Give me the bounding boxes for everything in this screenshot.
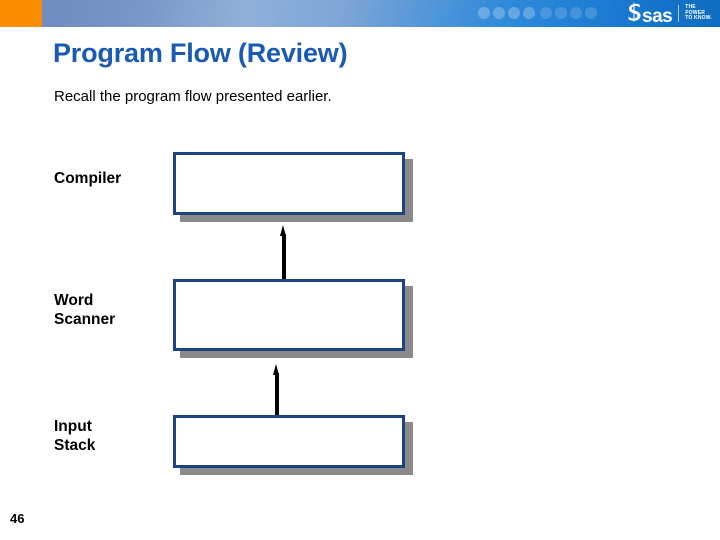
- flow-box-word-scanner[interactable]: [173, 279, 405, 351]
- page-number: 46: [10, 511, 25, 526]
- tagline-line-2: POWER: [685, 9, 706, 16]
- header-orange-accent: [0, 0, 42, 27]
- tagline-line-1: THE: [685, 4, 696, 11]
- flow-label-input-stack: Input Stack: [54, 418, 96, 454]
- tagline-line-3: TO KNOW.: [685, 15, 712, 22]
- dot-icon: [508, 7, 520, 19]
- slide-header: sas THE POWER TO KNOW.: [0, 0, 720, 27]
- slide-subtitle: Recall the program flow presented earlie…: [54, 88, 332, 105]
- dot-icon: [493, 7, 505, 19]
- flow-box-compiler[interactable]: [173, 152, 405, 215]
- logo-divider: [678, 5, 680, 22]
- sas-wordmark-text: sas: [642, 5, 673, 27]
- header-decorative-dots: [478, 4, 598, 24]
- flow-arrow-up-stack-to-scanner: [273, 364, 280, 416]
- flow-label-word-scanner: Word Scanner: [54, 292, 116, 328]
- flow-arrow-up-scanner-to-compiler: [280, 225, 287, 280]
- arrowhead-icon: [273, 364, 279, 375]
- flow-label-compiler: Compiler: [54, 170, 122, 187]
- arrow-shaft: [275, 373, 279, 416]
- arrowhead-icon: [280, 225, 286, 236]
- dot-icon: [585, 7, 597, 19]
- sas-tagline: THE POWER TO KNOW.: [685, 4, 712, 22]
- dot-icon: [523, 7, 535, 19]
- page-title: Program Flow (Review): [53, 38, 348, 68]
- sas-swirl-icon: [627, 2, 641, 26]
- dot-icon: [555, 7, 567, 19]
- header-gradient-band: [42, 0, 720, 27]
- flow-box-input-stack[interactable]: [173, 415, 405, 468]
- arrow-shaft: [282, 234, 286, 280]
- dot-icon: [478, 7, 490, 19]
- dot-icon: [570, 7, 582, 19]
- sas-logo: sas THE POWER TO KNOW.: [627, 2, 712, 27]
- sas-wordmark: sas: [627, 2, 673, 27]
- dot-icon: [540, 7, 552, 19]
